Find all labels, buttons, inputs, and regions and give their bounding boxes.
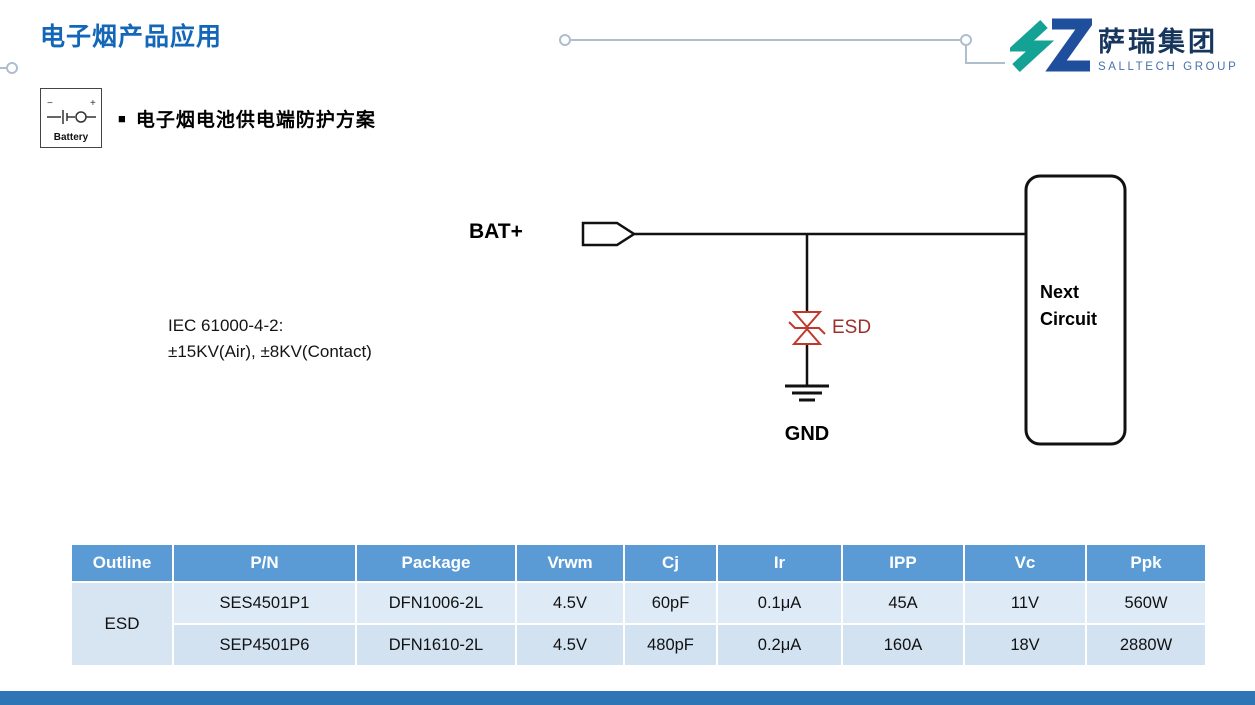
deco-node-icon (559, 34, 571, 46)
logo-mark-icon (1010, 18, 1092, 73)
outline-cell: ESD (70, 581, 174, 667)
svg-text:+: + (90, 98, 96, 109)
table-cell: 480pF (623, 623, 718, 667)
table-cell: 0.1μA (716, 581, 843, 625)
company-logo: 萨瑞集团 SALLTECH GROUP (1010, 14, 1240, 78)
table-header-cell: Outline (70, 543, 174, 583)
table-header-row: Outline P/N Package Vrwm Cj Ir IPP Vc Pp… (70, 543, 1207, 583)
table-cell: SEP4501P6 (172, 623, 357, 667)
table-header-cell: IPP (841, 543, 965, 583)
deco-line (965, 46, 1005, 64)
table-cell: SES4501P1 (172, 581, 357, 625)
battery-symbol-icon: − + (47, 98, 96, 124)
next-circuit-line1: Next (1040, 282, 1080, 302)
table-row: SEP4501P6 DFN1610-2L 4.5V 480pF 0.2μA 16… (71, 623, 1207, 667)
iec-standard-line: IEC 61000-4-2: (168, 316, 284, 335)
table-cell: 11V (963, 581, 1087, 625)
table-cell: 45A (841, 581, 965, 625)
table-cell: 560W (1085, 581, 1207, 625)
table-header-cell: Package (355, 543, 517, 583)
table-header-cell: P/N (172, 543, 357, 583)
table-cell: 4.5V (515, 581, 625, 625)
bottom-accent-bar (0, 691, 1255, 705)
table-cell: DFN1610-2L (355, 623, 517, 667)
table-header-cell: Vc (963, 543, 1087, 583)
table-cell: 60pF (623, 581, 718, 625)
table-cell: 160A (841, 623, 965, 667)
gnd-label: GND (784, 423, 830, 445)
deco-node-icon (960, 34, 972, 46)
section-heading: ■ 电子烟电池供电端防护方案 (118, 105, 376, 132)
table-header-cell: Vrwm (515, 543, 625, 583)
battery-label: Battery (53, 132, 89, 143)
tvs-diode-icon (788, 311, 826, 345)
esd-label: ESD (832, 317, 872, 338)
logo-name: 萨瑞集团 (1098, 26, 1218, 57)
table-row: ESD SES4501P1 DFN1006-2L 4.5V 60pF 0.1μA… (70, 581, 1207, 667)
logo-subtitle: SALLTECH GROUP (1098, 60, 1239, 73)
table-header-cell: Ir (716, 543, 843, 583)
next-circuit-line2: Circuit (1040, 309, 1098, 329)
table-cell: DFN1006-2L (355, 581, 517, 625)
iec-rating-line: ±15KV(Air), ±8KV(Contact) (168, 342, 372, 361)
table-cell: 4.5V (515, 623, 625, 667)
iec-spec: IEC 61000-4-2: ±15KV(Air), ±8KV(Contact) (168, 313, 372, 365)
bat-connector-icon (581, 221, 637, 247)
table-header-cell: Cj (623, 543, 718, 583)
table-cell: 2880W (1085, 623, 1207, 667)
svg-text:−: − (47, 98, 53, 109)
battery-icon: − + Battery (40, 88, 102, 148)
square-bullet-icon: ■ (118, 111, 126, 126)
table-header-cell: Ppk (1085, 543, 1207, 583)
bat-plus-label: BAT+ (469, 220, 523, 243)
table-cell: 0.2μA (716, 623, 843, 667)
deco-node-icon (6, 62, 18, 74)
next-circuit-label: Next Circuit (1040, 279, 1097, 333)
spec-table: Outline P/N Package Vrwm Cj Ir IPP Vc Pp… (70, 543, 1207, 667)
section-heading-text: 电子烟电池供电端防护方案 (135, 110, 376, 131)
ground-icon (785, 384, 829, 402)
table-cell: 18V (963, 623, 1087, 667)
page-title: 电子烟产品应用 (40, 23, 223, 51)
